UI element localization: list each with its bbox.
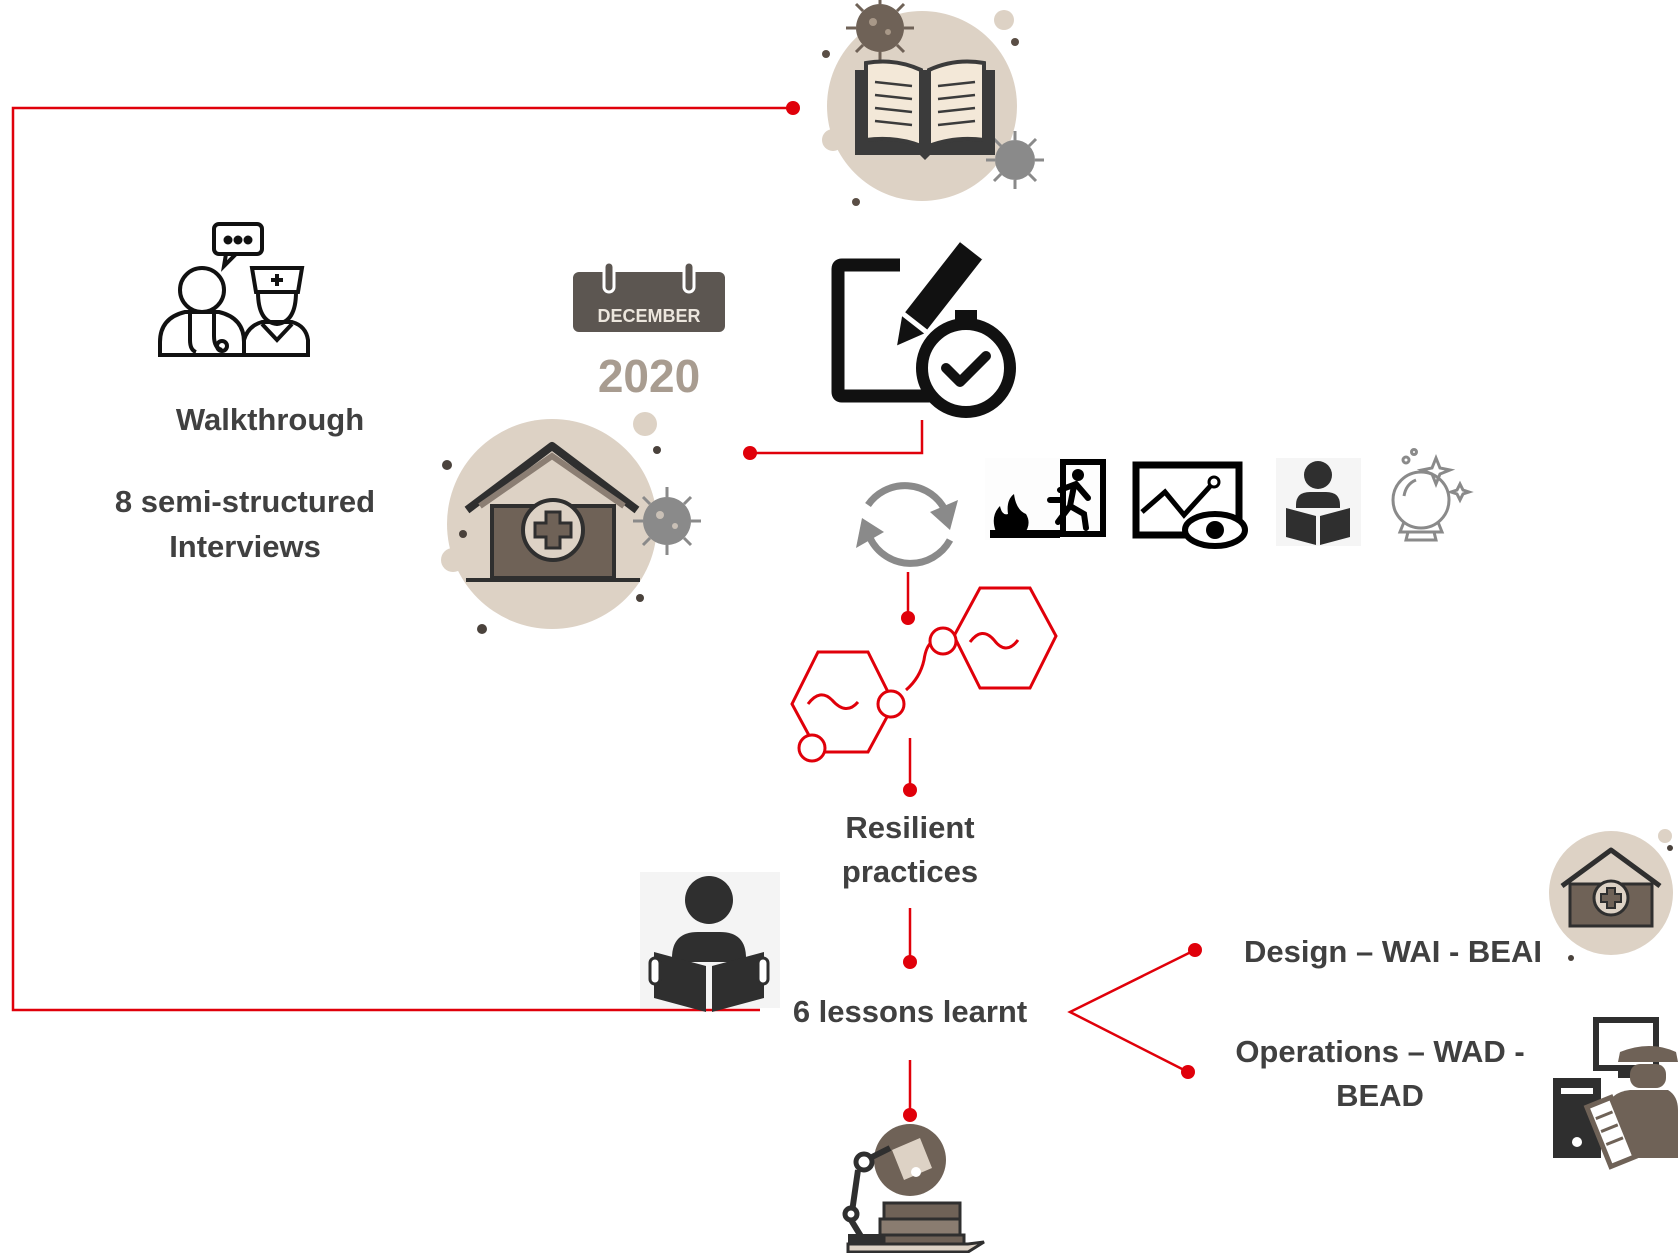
dot-resilient	[903, 783, 917, 797]
dot-operations	[1181, 1065, 1195, 1079]
resilient-label-line1: Resilient	[845, 810, 975, 845]
dot-book	[786, 101, 800, 115]
dot-lessons	[903, 955, 917, 969]
branch-lines	[1067, 948, 1196, 1074]
monitor-eye-icon	[1132, 461, 1248, 549]
dot-lamp	[903, 1108, 917, 1122]
reader-icon	[1276, 458, 1361, 546]
connector-dots	[743, 101, 1202, 1122]
doctor-nurse-chat-icon	[158, 222, 310, 357]
calendar-month: DECEMBER	[597, 306, 700, 326]
operations-label-line2: BEAD	[1336, 1078, 1424, 1113]
book-virus-icon	[822, 0, 1044, 206]
interviews-label-line2: Interviews	[169, 529, 321, 564]
desk-lamp-books-icon	[842, 1124, 985, 1253]
connector-lines	[11, 106, 1196, 1115]
engineer-computer-icon	[1553, 1017, 1678, 1170]
edit-check-icon	[831, 235, 1016, 418]
resilient-label-line2: practices	[841, 854, 979, 889]
operations-label-line1: Operations – WAD -	[1235, 1034, 1525, 1069]
dot-hexagon	[901, 611, 915, 625]
feedback-loop-line	[11, 106, 793, 1012]
calendar-year: 2020	[598, 350, 700, 402]
reader-large-icon	[640, 872, 780, 1012]
fire-exit-icon	[985, 458, 1108, 540]
lessons-label: 6 lessons learnt	[792, 994, 1028, 1029]
dot-hospital	[743, 446, 757, 460]
cycle-arrows-icon	[856, 482, 958, 567]
calendar-icon: DECEMBER 2020	[573, 260, 725, 402]
hospital-small-icon	[1549, 829, 1673, 961]
interviews-label-line1: 8 semi-structured	[114, 484, 376, 519]
design-label: Design – WAI - BEAI	[1244, 934, 1542, 969]
edit-to-hospital-line	[750, 420, 924, 455]
walkthrough-label: Walkthrough	[175, 402, 365, 437]
hospital-virus-icon	[441, 412, 701, 634]
crystal-ball-icon	[1391, 448, 1474, 542]
dot-design	[1188, 943, 1202, 957]
hexagon-network-icon	[790, 586, 1058, 763]
